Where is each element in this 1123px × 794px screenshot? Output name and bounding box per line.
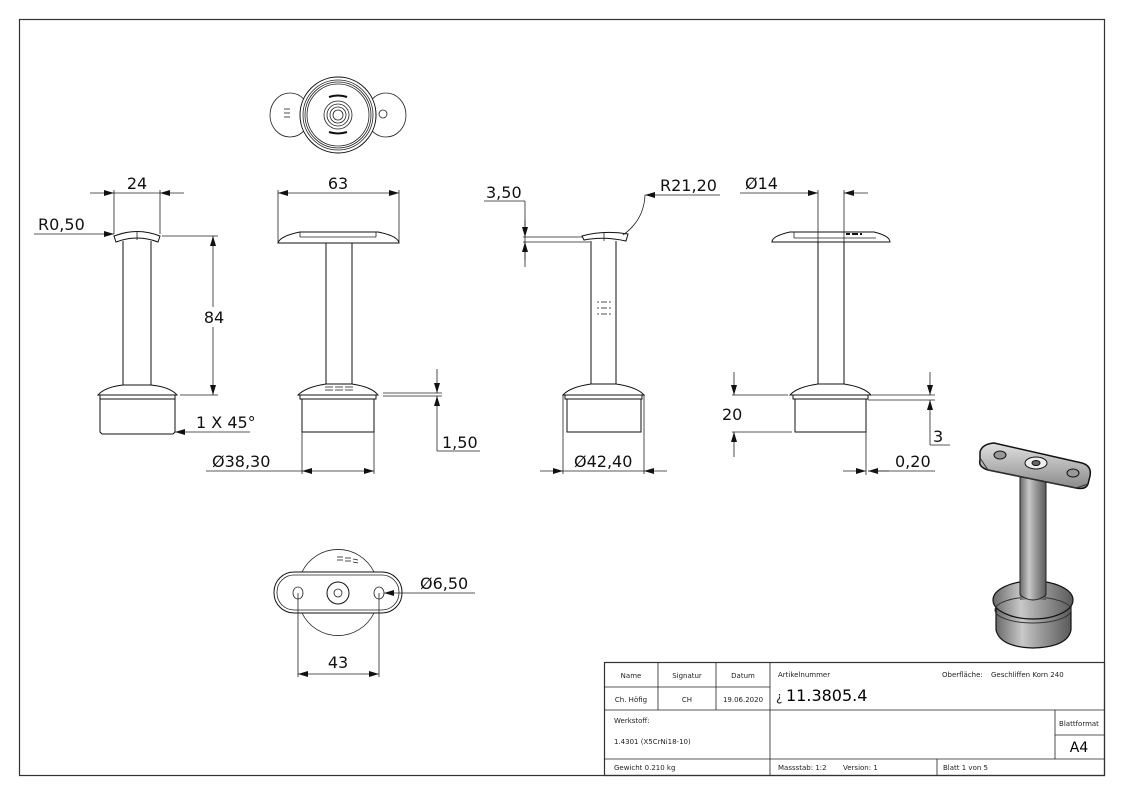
- werkstoff-value: 1.4301 (X5CrNi18-10): [614, 738, 691, 746]
- dim-43: 43: [328, 653, 348, 672]
- dim-20: 20: [722, 405, 742, 424]
- side-view-radius: 3,50 R21,20 Ø42,40: [484, 176, 720, 474]
- artikelnummer-value: 11.3805.4: [786, 686, 867, 705]
- dim-3: 3: [933, 427, 943, 446]
- dim-chamfer: 1 X 45°: [196, 413, 256, 432]
- blattformat-label: Blattformat: [1059, 720, 1099, 728]
- value-datum: 19.06.2020: [723, 696, 763, 704]
- artikelnummer-label: Artikelnummer: [778, 671, 830, 679]
- dim-63: 63: [328, 174, 348, 193]
- header-signatur: Signatur: [672, 672, 702, 680]
- dim-r050: R0,50: [38, 215, 85, 234]
- oberflaeche-value: Geschliffen Korn 240: [991, 671, 1064, 679]
- drawing-frame: [18, 18, 1106, 777]
- isometric-view: [978, 442, 1092, 649]
- dim-350: 3,50: [486, 183, 522, 202]
- front-view: 63 1,50 Ø38,30: [206, 174, 480, 474]
- blattformat-value: A4: [1070, 740, 1089, 756]
- header-name: Name: [621, 672, 642, 680]
- dim-dia-4240: Ø42,40: [574, 452, 632, 471]
- top-view: [269, 76, 407, 154]
- dim-24: 24: [127, 174, 147, 193]
- blatt: Blatt 1 von 5: [943, 764, 988, 772]
- massstab: Massstab: 1:2: [778, 764, 827, 772]
- value-name: Ch. Höfig: [615, 696, 647, 704]
- oberflaeche-label: Oberfläche:: [942, 671, 983, 679]
- dim-dia-650: Ø6,50: [420, 574, 468, 593]
- dim-150: 1,50: [442, 433, 478, 452]
- dim-dia-14: Ø14: [745, 174, 778, 193]
- werkstoff-label: Werkstoff:: [614, 717, 650, 725]
- gewicht: Gewicht 0.210 kg: [614, 764, 675, 772]
- version: Version: 1: [843, 764, 878, 772]
- header-datum: Datum: [731, 672, 755, 680]
- artikelnummer-prefix: ¿: [776, 690, 782, 704]
- dim-020: 0,20: [895, 452, 931, 471]
- side-view-narrow: 24 R0,50 84 1 X 45°: [34, 174, 256, 435]
- back-view: Ø14 20 3 0,20: [722, 174, 950, 475]
- dim-r2120: R21,20: [660, 176, 717, 195]
- bottom-view: Ø6,50 43: [273, 549, 475, 677]
- value-signatur: CH: [682, 696, 692, 704]
- dim-84: 84: [204, 308, 224, 327]
- dim-dia-3830: Ø38,30: [212, 452, 270, 471]
- title-block: Name Signatur Datum Ch. Höfig CH 19.06.2…: [603, 661, 1106, 777]
